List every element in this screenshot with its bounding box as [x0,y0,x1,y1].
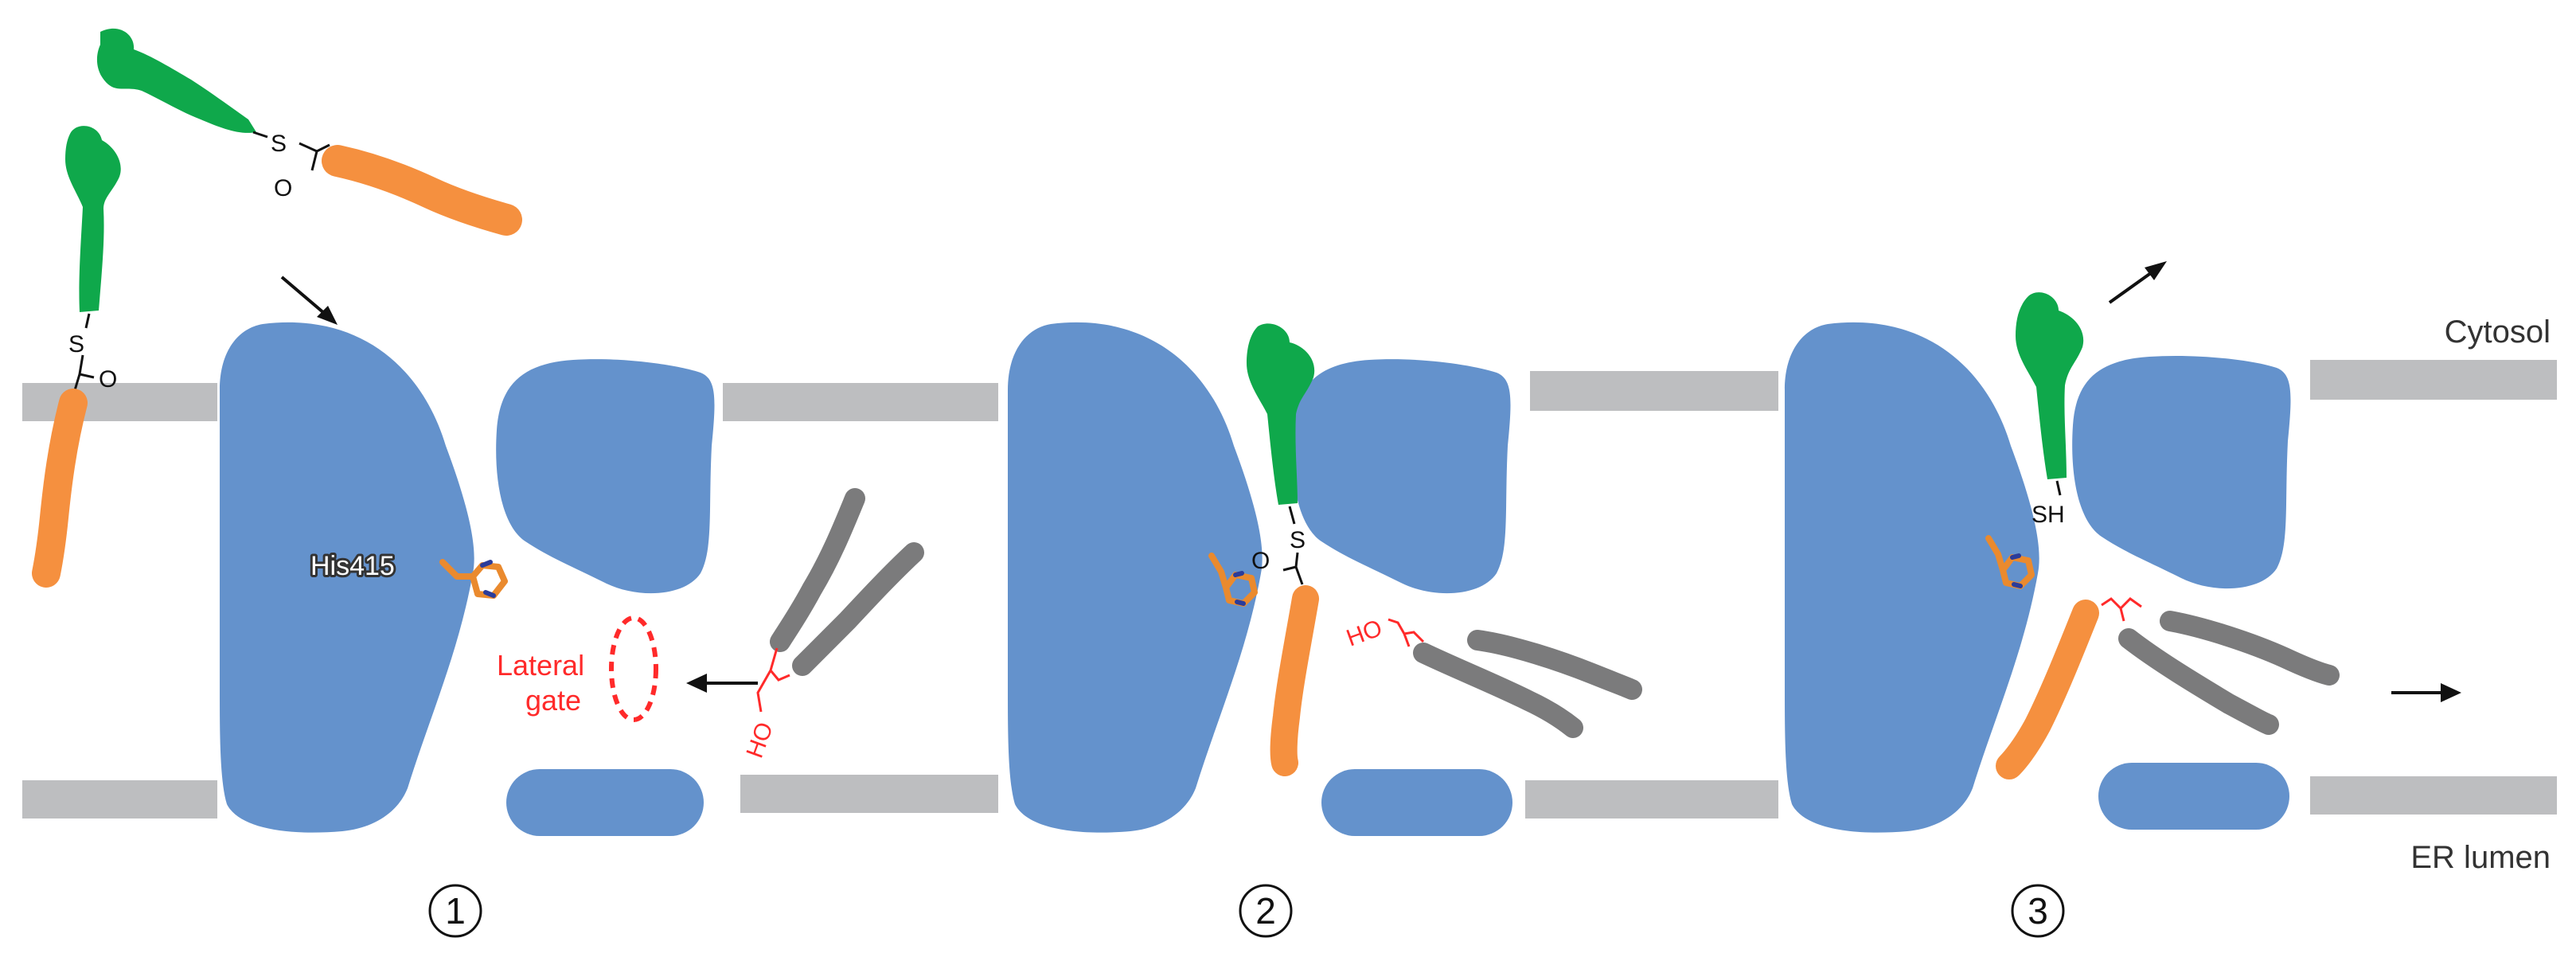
diagonal-arrow-icon [2108,261,2167,304]
enzyme-large-domain [1008,322,1263,833]
his415-residue [439,559,508,599]
right-arrow-icon [2391,683,2461,702]
acyl-donor-protein [1247,323,1315,505]
diagonal-arrow-icon [280,275,338,325]
thioester-linker [1282,506,1304,585]
his415-residue [1208,553,1258,607]
step-number-label: 2 [1255,890,1276,932]
thiol-label: SH [2032,502,2065,528]
er-lumen-label: ER lumen [2410,840,2551,875]
step-number-circle [428,884,482,938]
membrane-lower-segment [22,780,217,818]
thiol-bond [2055,480,2062,496]
panel-3: SH 3 [1785,261,2461,938]
enzyme-lower-domain [2098,763,2289,830]
hydroxyl-label: HO [1343,615,1386,651]
membrane-lower-segment [1525,780,1778,818]
acyl-chain [322,145,522,236]
membrane-upper-segment [723,383,998,421]
acyl-chain [1270,585,1319,776]
step-number-label: 3 [2028,890,2048,932]
enzyme-upper-domain [2072,355,2291,589]
enzyme-upper-domain [1292,359,1511,594]
enzyme-upper-domain [496,359,715,594]
sulfur-label: S [68,331,84,357]
step-number-label: 1 [445,890,466,932]
cytosol-label: Cytosol [2445,315,2551,350]
acylated-lipid-product [1996,597,2340,779]
left-arrow-icon [686,674,758,693]
enzyme-lower-domain [506,769,704,836]
his415-label: His415 [310,551,395,581]
acyl-donor-protein [96,28,256,133]
membrane-upper-segment [2310,360,2557,400]
thioester-linker [73,313,95,391]
hydroxyl-label: HO [742,719,779,762]
enzyme-lower-domain [1321,769,1512,836]
membrane-lower-segment [740,775,998,813]
membrane-lower-segment [2310,776,2557,815]
lipid-molecule [756,488,924,713]
his415-residue [1985,535,2035,589]
lateral-gate-label: gate [525,684,581,717]
step-number-circle [2011,884,2065,938]
step-number-circle [1239,884,1293,938]
oxygen-label: O [274,175,292,201]
thioester-linker [252,131,330,171]
sulfur-label: S [271,131,287,157]
lipid-molecule [1388,618,1642,738]
acyl-donor-protein [2016,292,2084,479]
acyl-donor-protein [65,126,121,312]
membrane [22,360,2557,818]
enzyme-large-domain [1785,322,2039,833]
oxygen-label: O [99,366,117,393]
lateral-gate-label: Lateral [497,649,584,682]
oxygen-label: O [1251,548,1270,574]
membrane-upper-segment [1530,371,1778,411]
panel-2: S O HO 2 [1008,322,1642,938]
enzyme-large-domain [220,322,474,833]
membrane-upper-segment [22,383,217,421]
panel-1: S O S O His415 Lateral gate [32,28,924,938]
sulfur-label: S [1290,527,1306,553]
acyl-chain [32,389,88,588]
lateral-gate-outline [609,615,658,722]
